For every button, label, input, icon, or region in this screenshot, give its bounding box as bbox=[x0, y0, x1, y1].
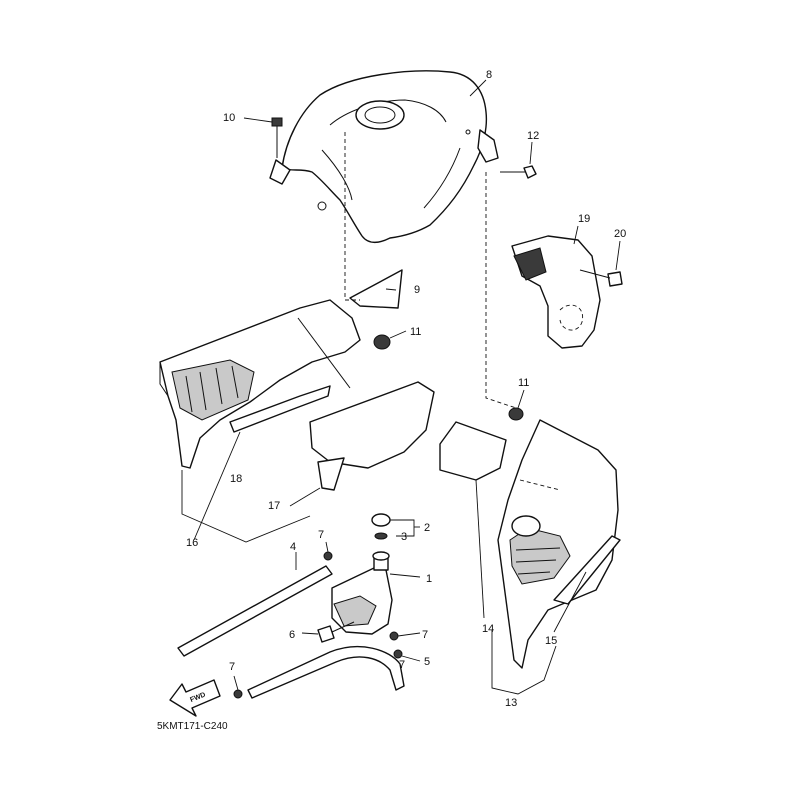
bolt-10-part bbox=[271, 117, 283, 158]
callout-2: 2 bbox=[424, 522, 430, 534]
hose-5-part bbox=[247, 645, 405, 699]
side-cover-right-part bbox=[497, 419, 619, 669]
callout-14: 14 bbox=[482, 623, 494, 635]
bolt-20-part bbox=[579, 269, 623, 287]
fwd-arrow: FWD bbox=[169, 679, 221, 717]
clamp-7-b-part bbox=[389, 631, 399, 641]
reservoir-cap-part bbox=[371, 513, 391, 527]
callout-labels: 1 2 3 4 5 6 7 7 7 7 8 9 10 11 11 12 13 1… bbox=[186, 69, 626, 709]
side-cover-left-part bbox=[159, 299, 361, 469]
callout-16: 16 bbox=[186, 537, 198, 549]
assembly-lines bbox=[344, 132, 517, 409]
callout-17: 17 bbox=[268, 500, 280, 512]
callout-4: 4 bbox=[290, 541, 296, 553]
side-panel-14-part bbox=[439, 421, 507, 481]
callout-11-lower: 11 bbox=[518, 377, 529, 389]
side-panel-17-part bbox=[309, 381, 435, 491]
callout-15: 15 bbox=[545, 635, 557, 647]
callout-19: 19 bbox=[578, 213, 590, 225]
grommet-11-upper-part bbox=[373, 334, 391, 350]
leader-lines bbox=[181, 79, 621, 695]
callout-6: 6 bbox=[289, 629, 295, 641]
callout-20: 20 bbox=[614, 228, 626, 240]
bolt-6-part bbox=[317, 621, 355, 643]
hose-4-part bbox=[177, 565, 333, 657]
clamp-7-c-part bbox=[233, 689, 243, 699]
reservoir-tank-part bbox=[331, 551, 393, 635]
bolt-12-part bbox=[500, 165, 537, 179]
air-duct-part bbox=[511, 235, 601, 349]
callout-18: 18 bbox=[230, 473, 242, 485]
callout-12: 12 bbox=[527, 130, 539, 142]
tank-cover-part bbox=[269, 70, 499, 243]
callout-1: 1 bbox=[426, 573, 432, 585]
callout-3: 3 bbox=[401, 531, 407, 543]
pad-9-part bbox=[349, 269, 403, 309]
callout-7-d: 7 bbox=[399, 659, 405, 671]
callout-5: 5 bbox=[424, 656, 430, 668]
callout-13: 13 bbox=[505, 697, 517, 709]
callout-8: 8 bbox=[486, 69, 492, 81]
callout-9: 9 bbox=[414, 284, 420, 296]
clamp-7-d-part bbox=[393, 649, 403, 659]
callout-7-b: 7 bbox=[422, 629, 428, 641]
clamp-7-a-part bbox=[323, 551, 333, 561]
callout-7-c: 7 bbox=[229, 661, 235, 673]
callout-10: 10 bbox=[223, 112, 235, 124]
reference-code: 5KMT171-C240 bbox=[157, 721, 228, 732]
grommet-11-lower-part bbox=[508, 407, 524, 421]
callout-7-a: 7 bbox=[318, 529, 324, 541]
callout-11-upper: 11 bbox=[410, 326, 421, 338]
trim-strip-15-part bbox=[553, 535, 621, 605]
trim-strip-18-part bbox=[229, 385, 331, 433]
washer-3-part bbox=[374, 532, 388, 540]
